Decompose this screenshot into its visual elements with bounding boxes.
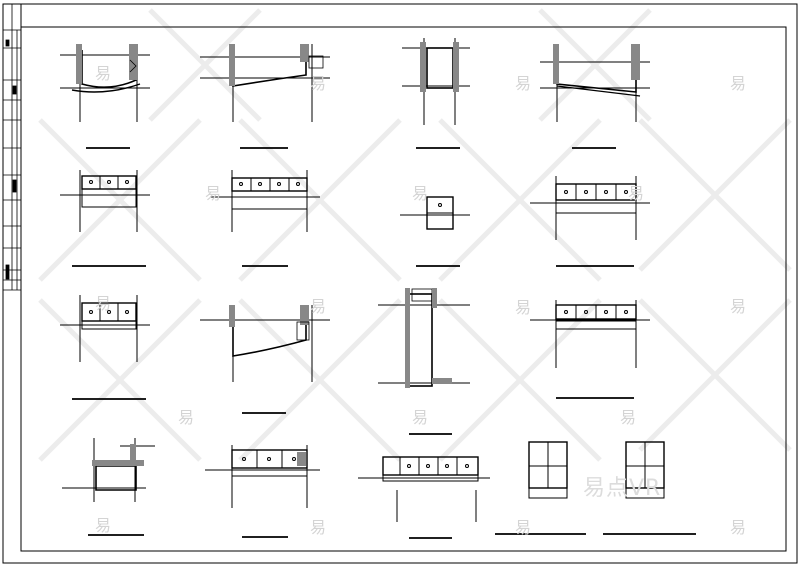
sheet-frame	[2, 3, 798, 564]
detail-7-panel	[400, 196, 470, 267]
detail-14-panel	[205, 445, 320, 538]
detail-5-panel	[60, 170, 150, 267]
detail-13-section	[62, 438, 155, 536]
detail-15-panel	[358, 456, 490, 539]
detail-11-section	[378, 288, 470, 435]
detail-16-elevations	[495, 441, 696, 535]
detail-1-section	[60, 44, 150, 149]
detail-10-section	[200, 305, 330, 414]
watermark-lattice	[38, 8, 792, 462]
detail-3-section	[402, 38, 470, 149]
detail-9-panel	[60, 295, 150, 400]
detail-2-section	[200, 44, 330, 149]
detail-6-panel	[210, 170, 320, 267]
detail-12-panel	[530, 300, 650, 399]
detail-4-section	[540, 44, 650, 149]
title-block-strip	[3, 4, 21, 291]
detail-8-panel	[530, 176, 650, 267]
